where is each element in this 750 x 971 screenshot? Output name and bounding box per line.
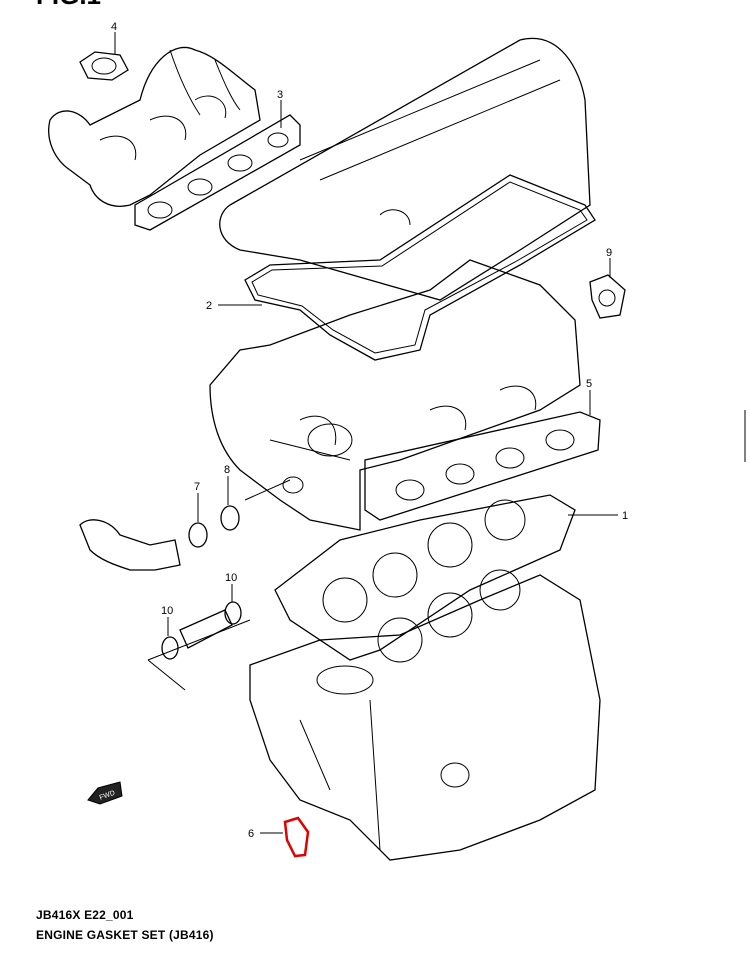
assembly-line bbox=[147, 619, 251, 691]
callout-3: 3 bbox=[277, 89, 283, 101]
callout-4: 4 bbox=[111, 21, 117, 33]
head-cover-gasket bbox=[244, 174, 596, 361]
callout-5: 5 bbox=[586, 378, 592, 390]
intake-manifold-gasket bbox=[134, 114, 301, 231]
o-ring-10a bbox=[224, 601, 242, 625]
callout-10a: 10 bbox=[225, 572, 237, 584]
callout-lines bbox=[114, 32, 746, 834]
water-outlet-pipe bbox=[79, 519, 181, 571]
callout-1: 1 bbox=[622, 510, 628, 522]
fwd-arrow-icon: FWD bbox=[87, 781, 123, 805]
cylinder-block bbox=[249, 569, 601, 861]
leader-line bbox=[244, 479, 291, 501]
gasket-9 bbox=[589, 274, 626, 319]
diagram-title: ENGINE GASKET SET (JB416) bbox=[36, 928, 214, 942]
intake-manifold bbox=[48, 46, 261, 207]
figure-title: FIG.1 bbox=[36, 0, 101, 11]
callout-10b: 10 bbox=[161, 605, 173, 617]
o-ring-10b bbox=[161, 636, 179, 660]
callout-9: 9 bbox=[606, 247, 612, 259]
o-ring-7 bbox=[188, 522, 208, 548]
cylinder-head bbox=[209, 259, 581, 531]
o-ring-8 bbox=[220, 505, 240, 531]
diagram-code: JB416X E22_001 bbox=[36, 908, 134, 922]
cylinder-head-gasket bbox=[274, 494, 576, 661]
cylinder-head-cover bbox=[219, 37, 591, 301]
callout-8: 8 bbox=[224, 464, 230, 476]
pipe-joint bbox=[179, 609, 233, 649]
throttle-body-gasket bbox=[79, 51, 129, 81]
exhaust-manifold-gasket bbox=[364, 411, 601, 521]
callout-7: 7 bbox=[194, 481, 200, 493]
callout-2: 2 bbox=[206, 300, 212, 312]
gasket-6-highlighted bbox=[283, 816, 310, 858]
callout-6: 6 bbox=[248, 828, 254, 840]
